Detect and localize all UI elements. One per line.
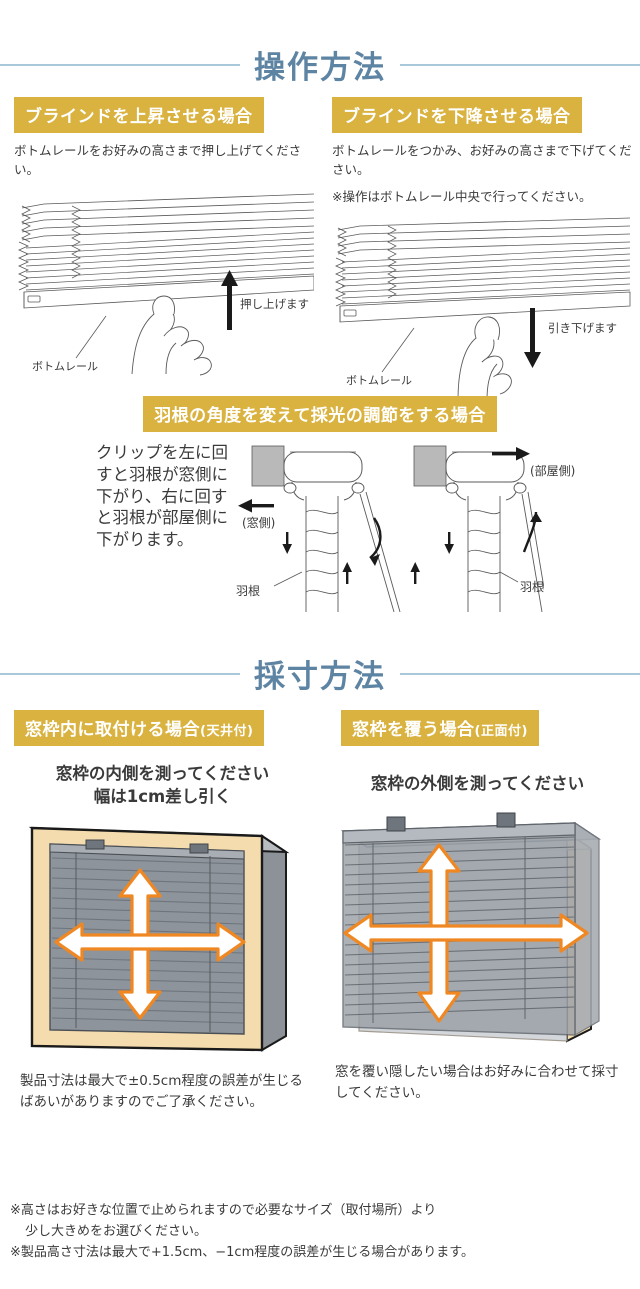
- lower-header: ブラインドを下降させる場合: [332, 97, 582, 133]
- footnote-line-2: 少し大きめをお選びください。: [25, 1224, 208, 1240]
- footnotes-block: ※高さはお好きな位置で止められますので必要なサイズ（取付場所）より 少し大きめを…: [0, 1200, 640, 1263]
- footnote-line-3: ※製品高さ寸法は最大で+1.5cm、−1cm程度の誤差が生じる場合があります。: [10, 1245, 474, 1261]
- width-arrow-icon: [343, 913, 589, 953]
- blind-raise-drawing: [18, 193, 314, 375]
- pull-down-arrow-label: 引き下げます: [548, 321, 617, 336]
- lower-illustration: ボトムレール 引き下げます: [332, 212, 632, 402]
- window-side-arrow-icon: [238, 499, 274, 513]
- width-arrow-icon: [54, 922, 246, 962]
- outside-mount-header: 窓枠を覆う場合(正面付): [341, 710, 539, 746]
- measure-rule-left: [0, 672, 240, 675]
- inside-mount-column: 窓枠内に取付ける場合(天井付) 窓枠の内側を測ってください 幅は1cm差し引く: [14, 710, 311, 1113]
- inside-mount-illustration: [14, 814, 311, 1059]
- room-side-label: (部屋側): [530, 464, 576, 478]
- tilt-header: 羽根の角度を変えて採光の調節をする場合: [143, 396, 497, 432]
- inside-instruction: 窓枠の内側を測ってください 幅は1cm差し引く: [14, 762, 311, 808]
- measure-title: 採寸方法: [254, 659, 386, 695]
- slat-label-right: 羽根: [520, 580, 545, 594]
- raise-header: ブラインドを上昇させる場合: [14, 97, 264, 133]
- tilt-body-text: クリップを左に回すと羽根が窓側に下がり、右に回すと羽根が部屋側に下がります。: [96, 443, 228, 550]
- lower-column: ブラインドを下降させる場合 ボトムレールをつかみ、お好みの高さまで下げてください…: [332, 97, 632, 402]
- outside-mount-header-main: 窓枠を覆う場合: [352, 720, 475, 740]
- bottom-rail-label-raise: ボトムレール: [32, 359, 98, 373]
- operation-columns: ブラインドを上昇させる場合 ボトムレールをお好みの高さまで押し上げてください。: [0, 97, 640, 402]
- title-rule-right: [400, 63, 640, 66]
- up-arrow-icon: [221, 269, 238, 330]
- room-side-arrow-icon: [492, 447, 530, 461]
- inside-mount-header-main: 窓枠内に取付ける場合: [25, 720, 200, 740]
- window-inside-mount-drawing: [28, 826, 290, 1052]
- slat-down-arrow-right: [444, 532, 454, 554]
- title-rule-left: [0, 63, 240, 66]
- outside-instruction-line1: 窓枠の外側を測ってください: [370, 774, 585, 793]
- measure-section-title: 採寸方法: [0, 651, 640, 696]
- measure-rule-right: [400, 672, 640, 675]
- outside-mount-header-sub: (正面付): [474, 724, 528, 739]
- bottom-rail-label-lower: ボトムレール: [346, 374, 412, 388]
- window-outside-mount-drawing: [340, 812, 602, 1043]
- outside-mount-column: 窓枠を覆う場合(正面付) 窓枠の外側を測ってください: [329, 710, 626, 1113]
- push-up-arrow-label: 押し上げます: [240, 296, 309, 311]
- slat-up-arrow-left: [342, 562, 352, 584]
- wall-bracket-right: [413, 445, 447, 487]
- down-arrow-icon: [524, 308, 541, 369]
- inside-mount-caption: 製品寸法は最大で±0.5cm程度の誤差が生じるばあいがありますのでご了承ください…: [20, 1073, 303, 1111]
- inside-mount-header-sub: (天井付): [200, 724, 254, 739]
- raise-illustration: ボトムレール 押し上げます: [14, 186, 314, 376]
- measure-columns: 窓枠内に取付ける場合(天井付) 窓枠の内側を測ってください 幅は1cm差し引く: [0, 710, 640, 1113]
- page-title: 操作方法: [254, 50, 386, 86]
- slat-up-arrow-right: [410, 562, 420, 584]
- operation-section-title: 操作方法: [0, 42, 640, 87]
- window-side-label: (窓側): [242, 516, 276, 530]
- outside-mount-illustration: [329, 805, 626, 1050]
- raise-body-text: ボトムレールをお好みの高さまで押し上げてください。: [14, 143, 302, 177]
- slat-down-arrow-left: [282, 532, 292, 554]
- slat-label-left: 羽根: [236, 584, 261, 598]
- tilt-illustration: (窓側) (部屋側) 羽根 羽根: [234, 440, 575, 612]
- raise-column: ブラインドを上昇させる場合 ボトムレールをお好みの高さまで押し上げてください。: [14, 97, 314, 402]
- lower-body-text: ボトムレールをつかみ、お好みの高さまで下げてください。: [332, 143, 632, 177]
- inside-instruction-line2: 幅は1cm差し引く: [93, 787, 232, 807]
- footnote-line-1: ※高さはお好きな位置で止められますので必要なサイズ（取付場所）より: [10, 1203, 437, 1218]
- wall-bracket-left: [251, 445, 285, 487]
- outside-mount-caption: 窓を覆い隠したい場合はお好みに合わせて採寸してください。: [335, 1064, 619, 1102]
- lower-note-text: ※操作はボトムレール中央で行ってください。: [332, 188, 592, 204]
- blind-lower-drawing: [335, 217, 631, 401]
- clip-rotation-drawing: [238, 445, 544, 612]
- outside-instruction: 窓枠の外側を測ってください: [329, 772, 626, 795]
- inside-mount-header: 窓枠内に取付ける場合(天井付): [14, 710, 265, 746]
- tilt-block: 羽根の角度を変えて採光の調節をする場合 クリップを左に回すと羽根が窓側に下がり、…: [0, 396, 640, 612]
- inside-instruction-line1: 窓枠の内側を測ってください: [55, 764, 270, 783]
